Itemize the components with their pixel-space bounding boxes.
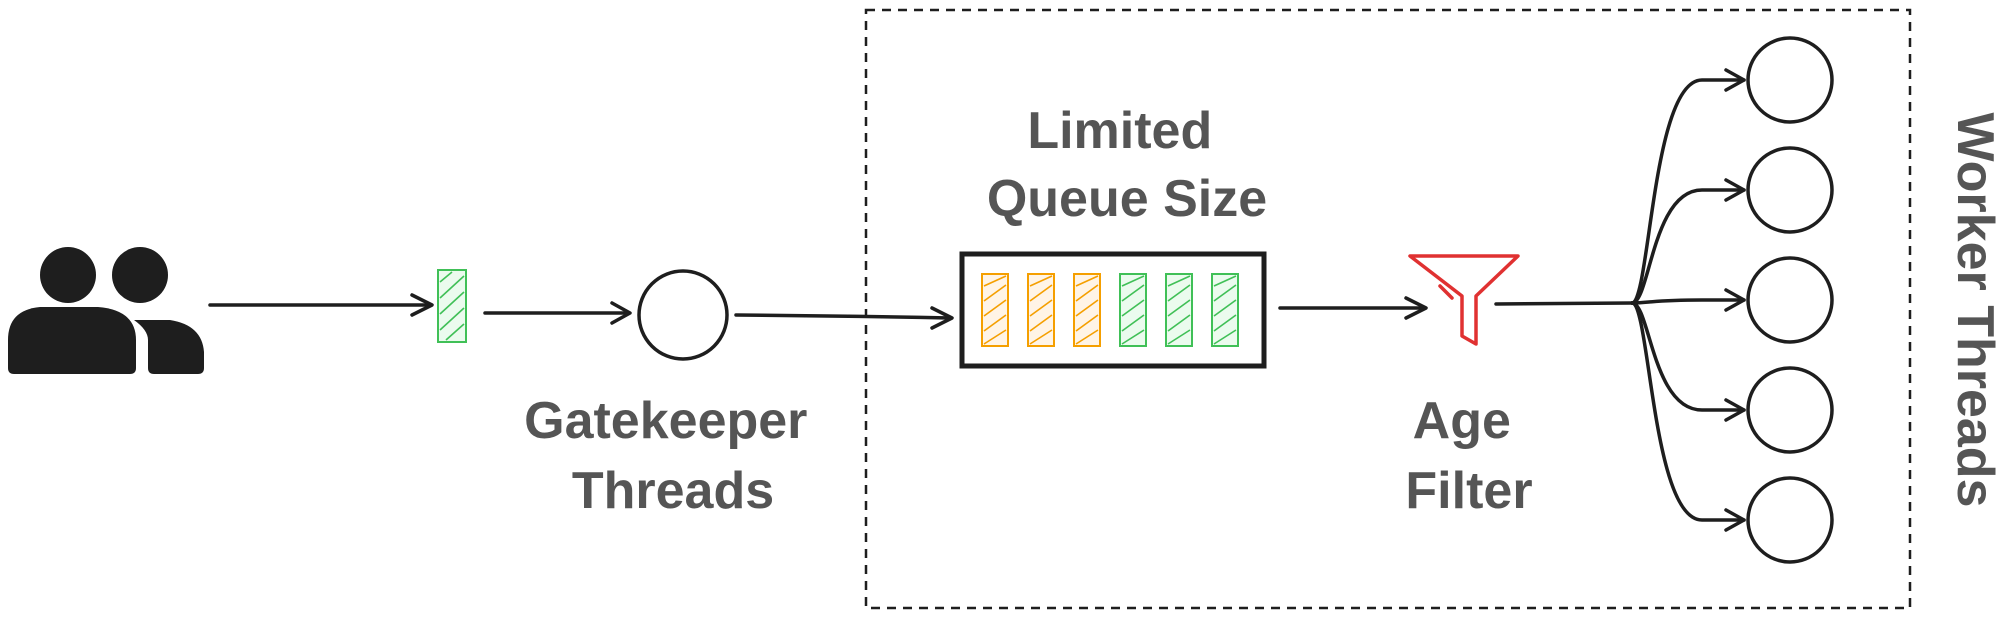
queue-slot-orange	[981, 273, 1009, 347]
gatekeeper-label-line2: Threads	[572, 462, 774, 520]
filter-label-line1: Age	[1413, 392, 1511, 450]
gatekeeper-thread-node	[637, 269, 729, 361]
queue-slots	[981, 273, 1239, 347]
gatekeeper-label: Gatekeeper Threads	[524, 392, 822, 520]
arrow-queue-to-filter	[1278, 296, 1428, 320]
filter-label-line2: Filter	[1405, 462, 1532, 520]
gatekeeper-label-line1: Gatekeeper	[524, 392, 807, 450]
filter-output-line	[1494, 301, 1634, 306]
worker-thread-node	[1746, 256, 1834, 344]
worker-arrow-1	[1630, 68, 1746, 305]
queue-label: Limited Queue Size	[987, 102, 1267, 228]
arrow-request-to-gatekeeper	[483, 301, 632, 325]
queue-slot-green	[1211, 273, 1239, 347]
queue-slot-orange	[1073, 273, 1101, 347]
arrow-gatekeeper-to-queue	[734, 306, 954, 330]
limited-queue	[959, 251, 1267, 369]
arrow-users-to-request	[208, 293, 434, 317]
worker-arrows	[1630, 68, 1746, 532]
worker-threads-label: Worker Threads	[1946, 113, 1998, 508]
queue-slot-green	[1119, 273, 1147, 347]
queue-slot-orange	[1027, 273, 1055, 347]
users-icon	[8, 247, 204, 374]
funnel-icon	[1408, 254, 1520, 346]
queue-label-line1: Limited	[1027, 102, 1212, 160]
worker-area-boundary	[864, 8, 1912, 610]
incoming-request-packet	[437, 269, 467, 343]
worker-arrow-5	[1630, 301, 1746, 532]
worker-thread-node	[1746, 366, 1834, 454]
queue-slot-green	[1165, 273, 1193, 347]
worker-thread-nodes	[1746, 36, 1834, 564]
worker-arrow-3	[1630, 288, 1746, 312]
queue-label-line2: Queue Size	[987, 170, 1267, 228]
worker-thread-node	[1746, 476, 1834, 564]
worker-thread-node	[1746, 146, 1834, 234]
worker-arrow-4	[1630, 301, 1746, 422]
filter-label: Age Filter	[1405, 392, 1532, 520]
worker-thread-node	[1746, 36, 1834, 124]
worker-arrow-2	[1630, 178, 1746, 305]
